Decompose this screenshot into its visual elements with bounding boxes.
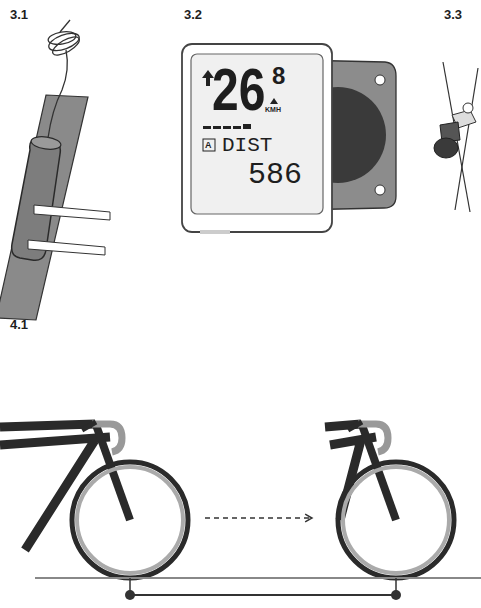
rollout-measurement: [0, 422, 481, 600]
mode-label: DIST: [222, 135, 272, 156]
figure-number: 3.3: [444, 8, 462, 21]
figure-number: 3.2: [184, 8, 202, 21]
speed-readout: 26: [212, 60, 265, 120]
figure-number: 3.1: [10, 8, 28, 21]
speed-sensor: [0, 20, 110, 320]
figure-number: 4.1: [10, 318, 28, 331]
unit-label: KMH: [265, 106, 281, 113]
bike-computer: [182, 44, 396, 234]
distance-readout: 586: [248, 160, 302, 190]
mode-indicator: A: [205, 141, 212, 150]
speed-decimal: 8: [272, 64, 285, 88]
spoke-magnet: [434, 62, 478, 212]
